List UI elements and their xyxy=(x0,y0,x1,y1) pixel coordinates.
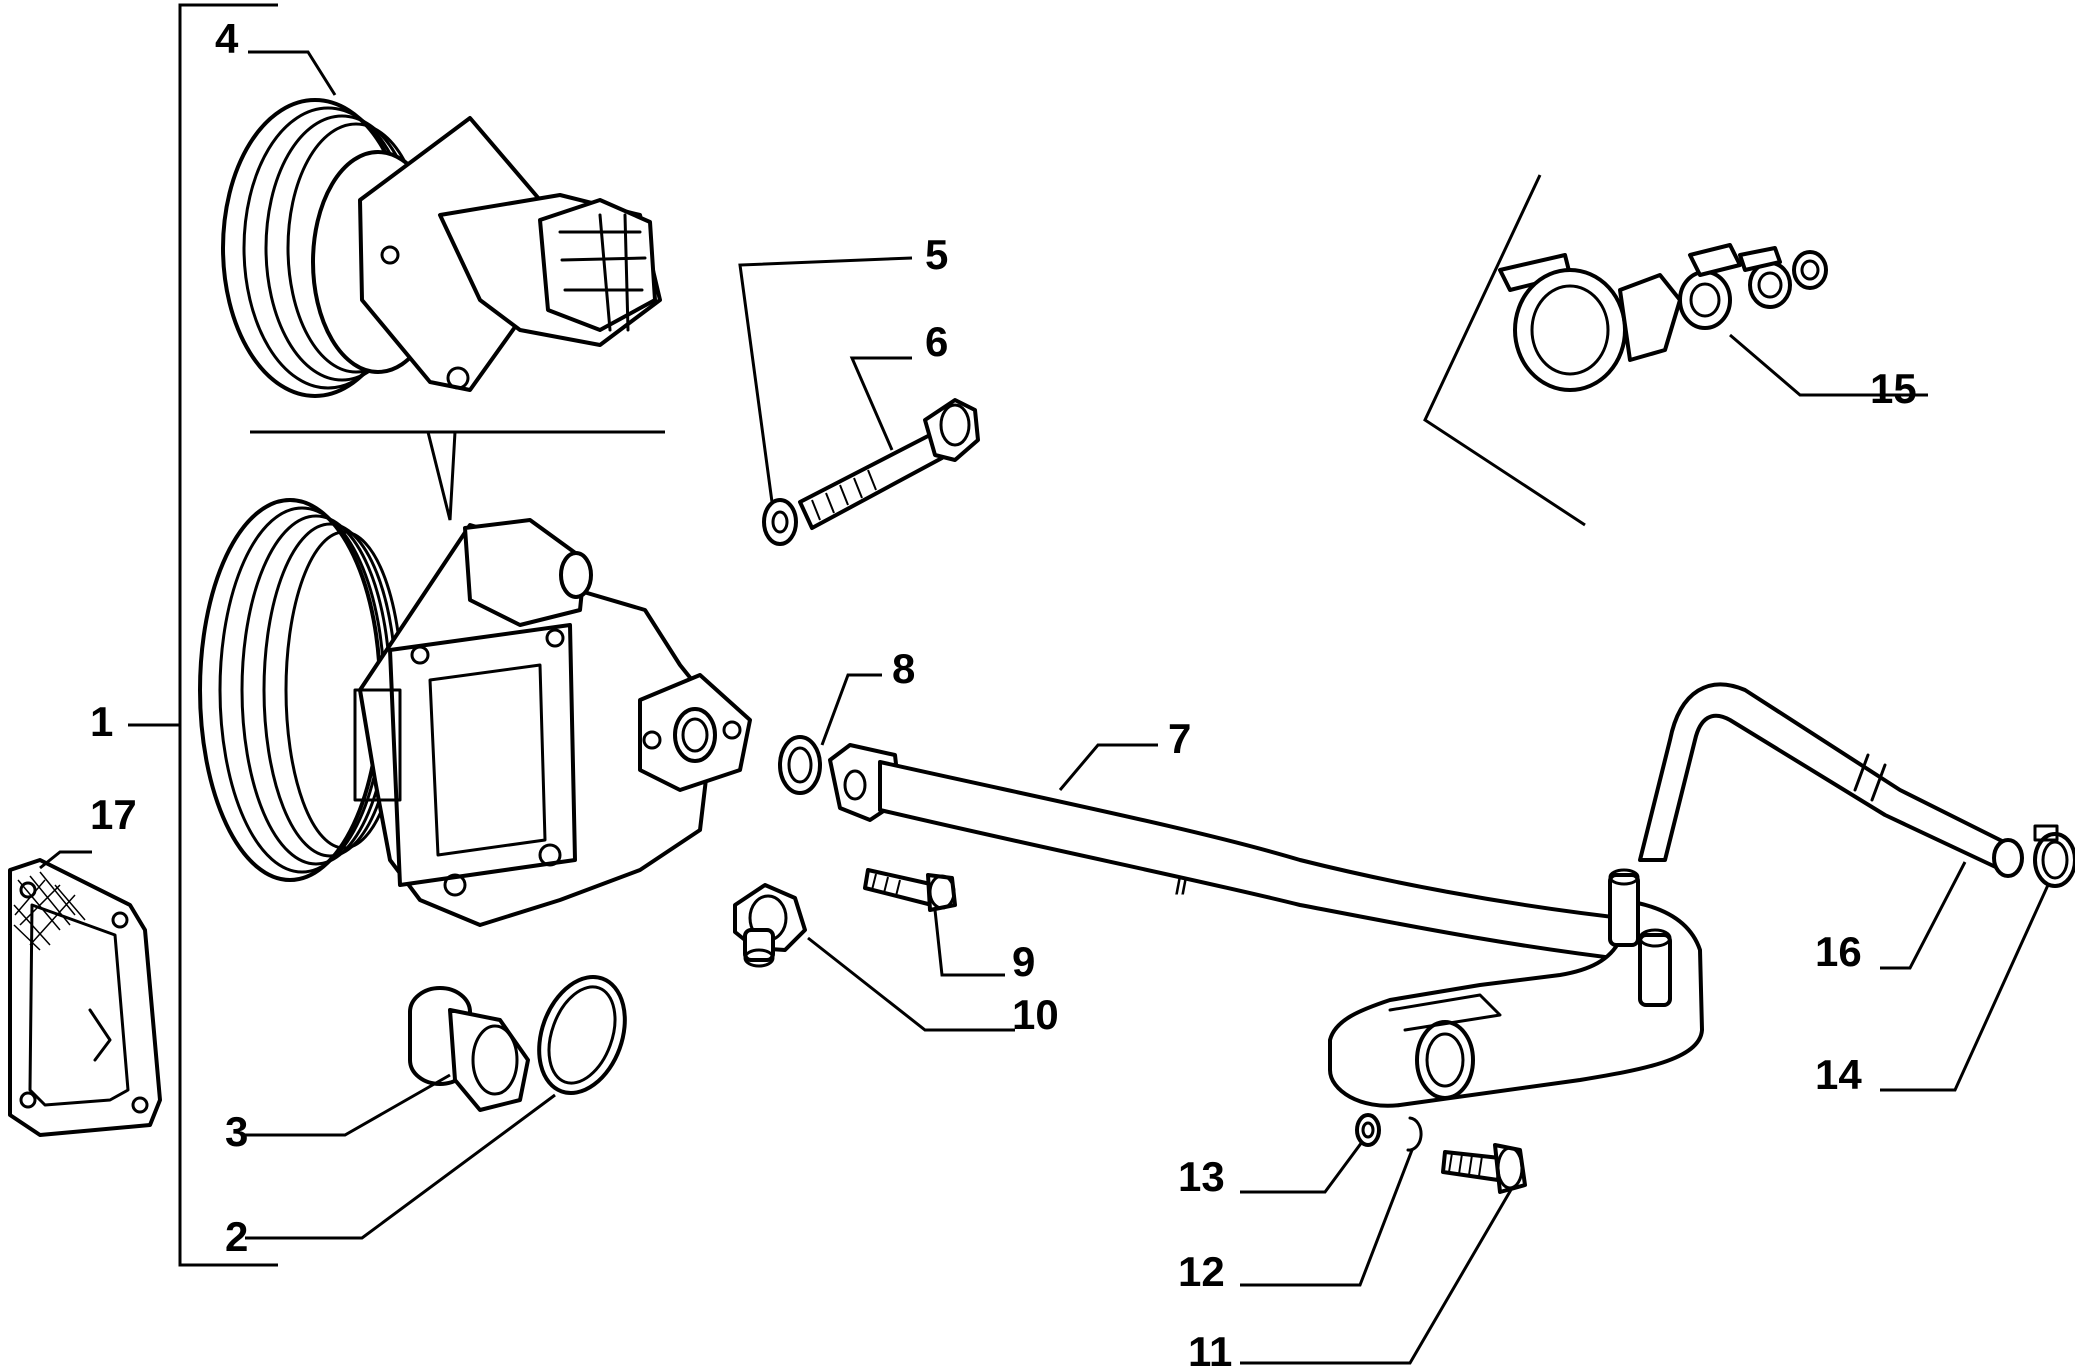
callout-5: 5 xyxy=(925,231,948,278)
pipe-break-mark: // xyxy=(1175,874,1187,899)
callout-16: 16 xyxy=(1815,928,1862,975)
callout-3: 3 xyxy=(225,1108,248,1155)
part-2-o-ring xyxy=(537,974,627,1096)
part-10-plug xyxy=(733,883,807,968)
part-13-washer xyxy=(1355,1113,1381,1147)
callout-labels: 1 2 3 4 5 6 7 8 9 10 11 12 13 14 15 16 1… xyxy=(90,15,1917,1369)
part-6-bolt xyxy=(798,398,980,530)
callout-11: 11 xyxy=(1188,1328,1232,1369)
group-bracket-1 xyxy=(128,3,665,1267)
callout-15: 15 xyxy=(1870,365,1917,412)
part-4-pulley-hub xyxy=(221,98,662,398)
part-15-clip-bracket xyxy=(1498,243,1828,392)
part-1-water-pump xyxy=(198,498,752,927)
part-11-bolt xyxy=(1441,1143,1527,1194)
part-17-gasket xyxy=(8,858,162,1137)
leader-lines xyxy=(39,50,2050,1365)
part-5-washer xyxy=(762,498,798,546)
callout-17: 17 xyxy=(90,791,137,838)
part-3-plug xyxy=(408,986,530,1112)
part-7-coolant-pipe xyxy=(828,743,1704,1108)
part-9-bolt xyxy=(863,868,957,912)
part-14-hose-clamp xyxy=(2033,824,2075,888)
callout-4: 4 xyxy=(215,15,239,62)
part-16-hose xyxy=(1638,682,2024,878)
part-8-seal-ring xyxy=(778,735,822,795)
callout-2: 2 xyxy=(225,1213,248,1260)
callout-10: 10 xyxy=(1012,991,1059,1038)
callout-9: 9 xyxy=(1012,938,1035,985)
callout-7: 7 xyxy=(1168,715,1191,762)
part-12-circlip xyxy=(1406,1116,1423,1152)
callout-14: 14 xyxy=(1815,1051,1862,1098)
callout-6: 6 xyxy=(925,318,948,365)
callout-1: 1 xyxy=(90,698,113,745)
callout-8: 8 xyxy=(892,645,915,692)
callout-12: 12 xyxy=(1178,1248,1225,1295)
callout-13: 13 xyxy=(1178,1153,1225,1200)
